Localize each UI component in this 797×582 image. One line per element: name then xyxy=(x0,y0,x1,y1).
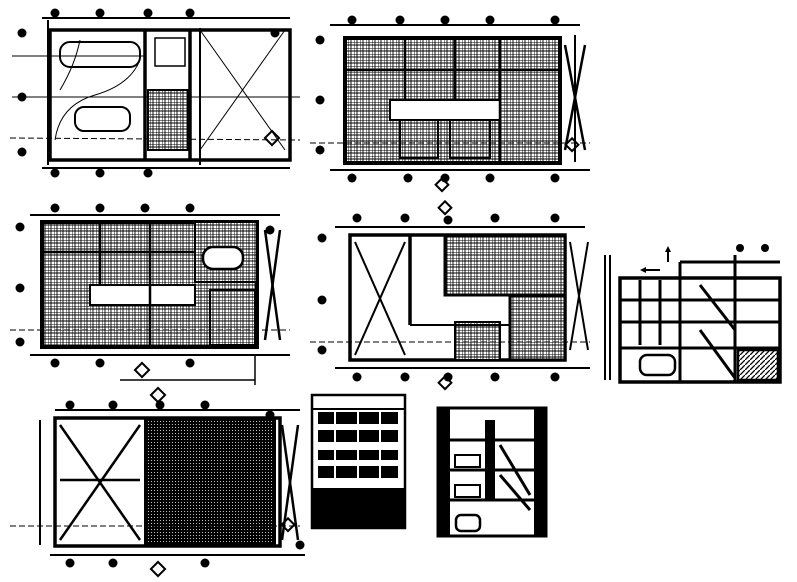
side-section xyxy=(604,244,782,384)
car-icon xyxy=(638,353,677,377)
ground-floor-plan xyxy=(9,8,301,178)
car-icon xyxy=(74,106,131,132)
car-icon xyxy=(454,513,482,533)
bathtub-icon xyxy=(201,245,245,271)
rear-section xyxy=(436,406,548,538)
third-floor-plan xyxy=(310,199,590,391)
second-floor-plan xyxy=(10,203,290,385)
car-icon xyxy=(59,41,141,68)
roof-plan xyxy=(10,386,305,578)
front-elevation xyxy=(310,393,407,530)
first-floor-plan xyxy=(310,15,590,193)
